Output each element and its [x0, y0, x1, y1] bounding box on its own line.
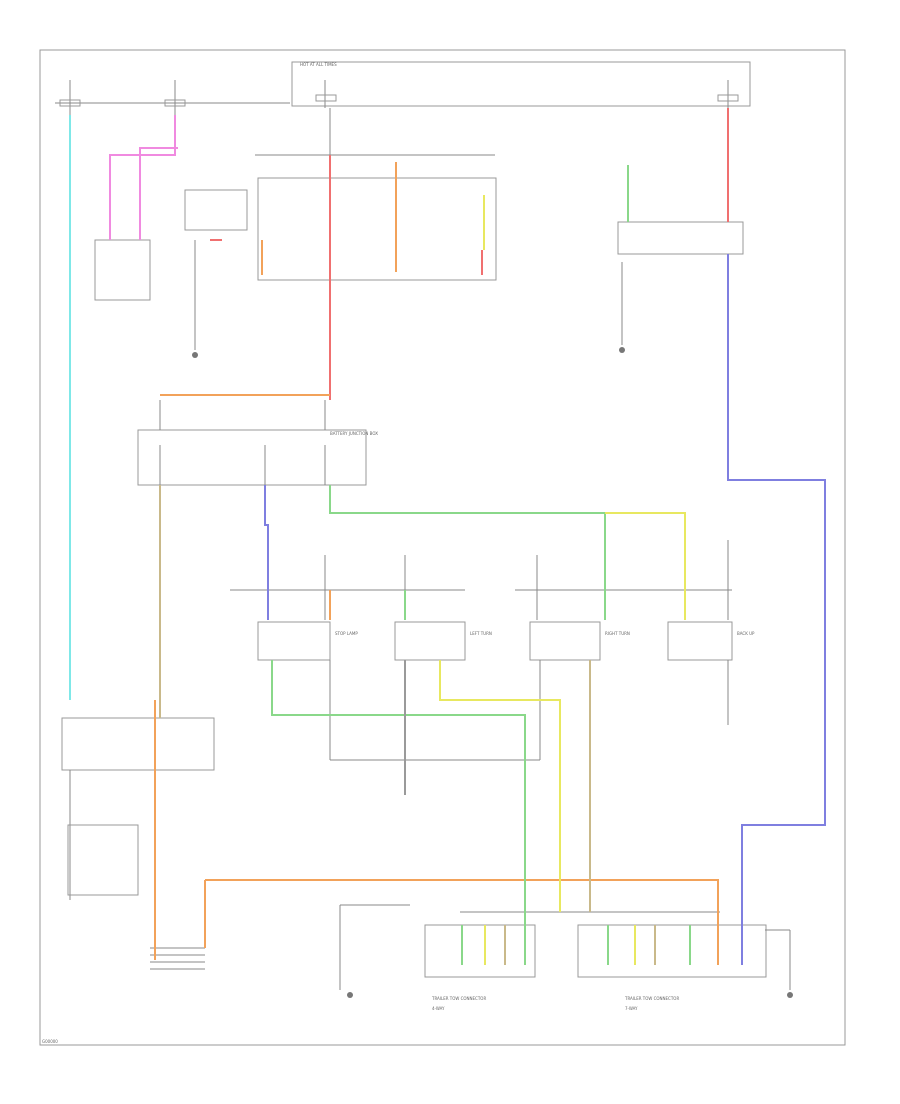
- battery-junction-label: BATTERY JUNCTION BOX: [330, 431, 378, 436]
- connector-4way-sub: 4-WAY: [432, 1006, 445, 1011]
- left-multi-connector: [150, 947, 205, 970]
- wire-blue: [264, 254, 826, 965]
- relay-label-2: LEFT TURN: [470, 631, 492, 636]
- relay-row: STOP LAMP LEFT TURN RIGHT TURN BACK UP: [257, 621, 755, 661]
- ground-symbol-right: [619, 347, 625, 353]
- top-fuse-panel: HOT AT ALL TIMES: [55, 61, 751, 115]
- wire-tan: [159, 485, 656, 965]
- trailer-tow-connector-4way: [424, 924, 536, 978]
- flasher-relay-box: [184, 189, 248, 231]
- relay-back-up: [667, 621, 733, 661]
- relay-left-turn: [394, 621, 466, 661]
- wire-yellow: [439, 195, 686, 965]
- ground-symbol-bottom-right: [787, 992, 793, 998]
- wire-orange: [154, 162, 719, 965]
- fuse-panel-label: HOT AT ALL TIMES: [300, 62, 337, 67]
- brake-switch-box: [61, 717, 215, 771]
- wire-pink: [109, 115, 178, 240]
- ground-symbol-bottom: [347, 992, 353, 998]
- diagram-frame: [39, 49, 846, 1046]
- relay-stop-lamp: [257, 621, 331, 661]
- connector-7way-label: TRAILER TOW CONNECTOR: [624, 996, 679, 1001]
- wire-green: [271, 165, 629, 965]
- connector-7way-sub: 7-WAY: [625, 1006, 638, 1011]
- footer-code: G00000: [42, 1039, 58, 1044]
- lower-left-panel: [67, 824, 139, 896]
- connector-4way-label: TRAILER TOW CONNECTOR: [431, 996, 486, 1001]
- relay-right-turn: [529, 621, 601, 661]
- wire-red: [210, 108, 729, 400]
- relay-label-1: STOP LAMP: [335, 631, 358, 636]
- trailer-module-box: [617, 221, 744, 255]
- relay-label-3: RIGHT TURN: [605, 631, 630, 636]
- battery-junction-box: [137, 429, 367, 486]
- trailer-tow-connector-7way: [577, 924, 767, 978]
- relay-label-4: BACK UP: [737, 631, 755, 636]
- wire-green-2: [404, 590, 691, 965]
- ground-symbol: [192, 352, 198, 358]
- control-module-box: [257, 177, 497, 281]
- small-relay-box: [94, 239, 151, 301]
